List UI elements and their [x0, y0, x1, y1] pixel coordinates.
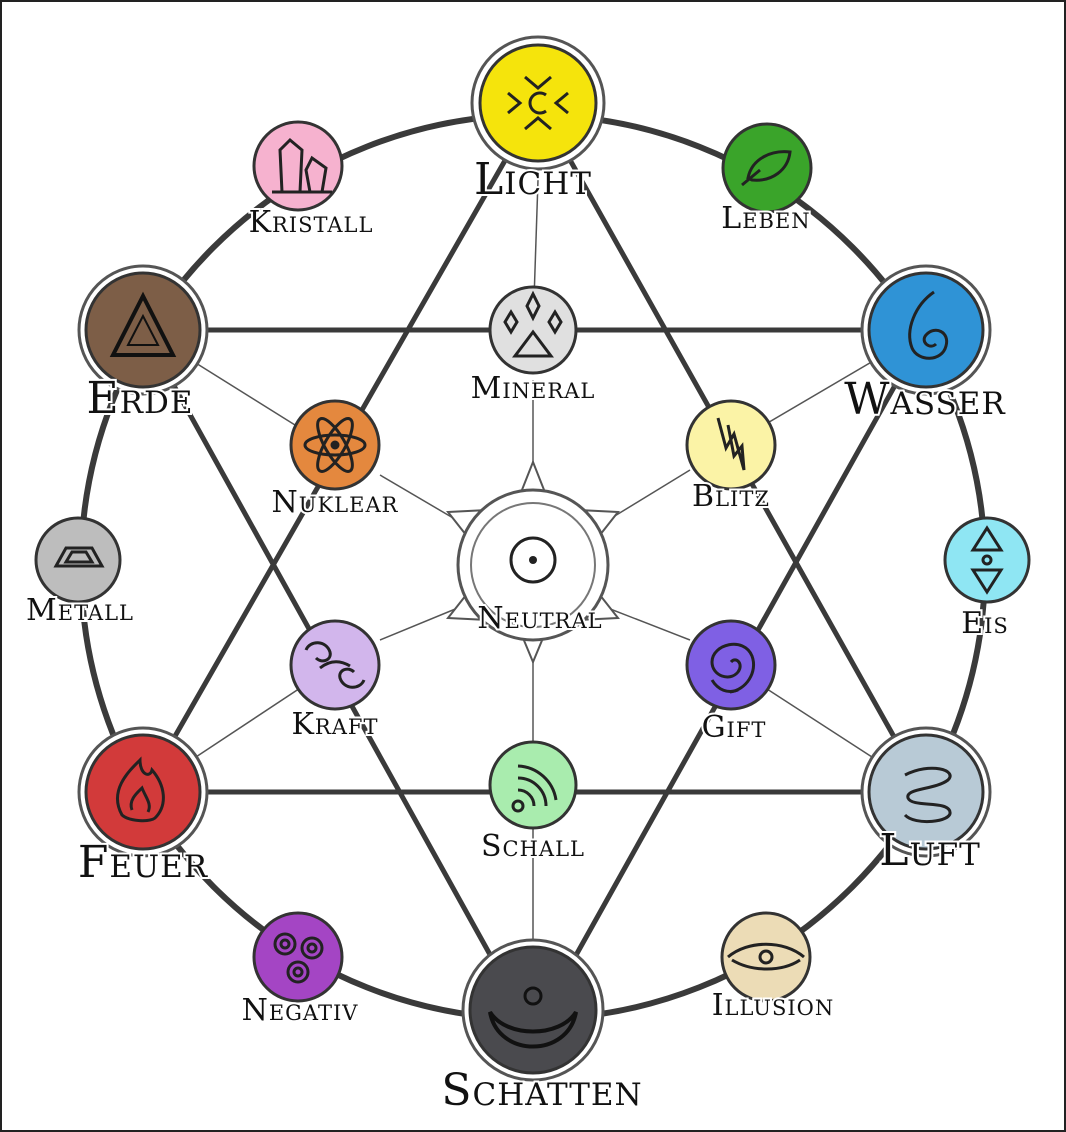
lightning-icon	[716, 417, 746, 471]
ingot-icon	[53, 546, 105, 568]
atom-icon	[303, 417, 367, 473]
element-gift	[685, 619, 777, 711]
label-licht: Licht	[474, 154, 592, 205]
element-luft	[860, 726, 992, 858]
element-leben	[721, 122, 813, 214]
label-mineral: Mineral	[471, 371, 596, 406]
label-luft: Luft	[879, 825, 981, 876]
label-leben: Leben	[721, 201, 810, 236]
sound-waves-icon	[511, 764, 558, 813]
sun-icon	[507, 75, 569, 131]
wind-icon	[903, 766, 952, 824]
element-schatten	[461, 938, 605, 1082]
label-kraft: Kraft	[292, 707, 379, 742]
ice-crystal-icon	[970, 525, 1004, 595]
leaf-icon	[741, 150, 792, 187]
label-kristall: Kristall	[249, 205, 374, 240]
gems-icon	[503, 290, 563, 358]
eye-icon	[727, 942, 805, 971]
element-kraft	[289, 619, 381, 711]
label-illusion: Illusion	[712, 988, 835, 1023]
dot-circle-icon	[509, 536, 557, 584]
element-negativ	[252, 911, 344, 1003]
water-drop-icon	[908, 290, 949, 360]
label-blitz: Blitz	[692, 479, 770, 514]
label-negativ: Negativ	[242, 993, 359, 1028]
label-schatten: Schatten	[441, 1065, 642, 1116]
crystal-icon	[272, 137, 332, 194]
element-labels: Licht Leben Wasser Eis Luft Illusion Sch…	[24, 152, 1010, 1118]
label-eis: Eis	[961, 606, 1009, 641]
poison-swirl-icon	[710, 642, 755, 694]
triple-spiral-icon	[273, 932, 324, 984]
label-schall: Schall	[481, 829, 585, 864]
label-neutral: Neutral	[477, 601, 602, 636]
element-kristall	[252, 120, 344, 212]
element-erde	[77, 264, 209, 396]
element-neutral	[456, 488, 610, 642]
element-mineral	[488, 285, 578, 375]
label-nuklear: Nuklear	[272, 485, 399, 520]
element-licht	[470, 35, 606, 171]
flame-icon	[115, 756, 165, 823]
element-schall	[488, 740, 578, 830]
element-blitz	[685, 399, 777, 491]
element-feuer	[77, 726, 209, 858]
label-wasser: Wasser	[844, 374, 1006, 425]
force-swirl-icon	[304, 641, 366, 689]
element-wasser	[860, 264, 992, 396]
element-metall	[34, 516, 122, 604]
label-erde: Erde	[87, 373, 194, 424]
element-eis	[943, 516, 1031, 604]
crescent-moon-icon	[488, 986, 578, 1049]
element-illusion	[720, 911, 812, 1003]
element-nuklear	[289, 399, 381, 491]
mountain-triangle-icon	[109, 291, 177, 357]
label-metall: Metall	[26, 593, 134, 628]
label-gift: Gift	[702, 710, 767, 745]
label-feuer: Feuer	[78, 837, 209, 888]
